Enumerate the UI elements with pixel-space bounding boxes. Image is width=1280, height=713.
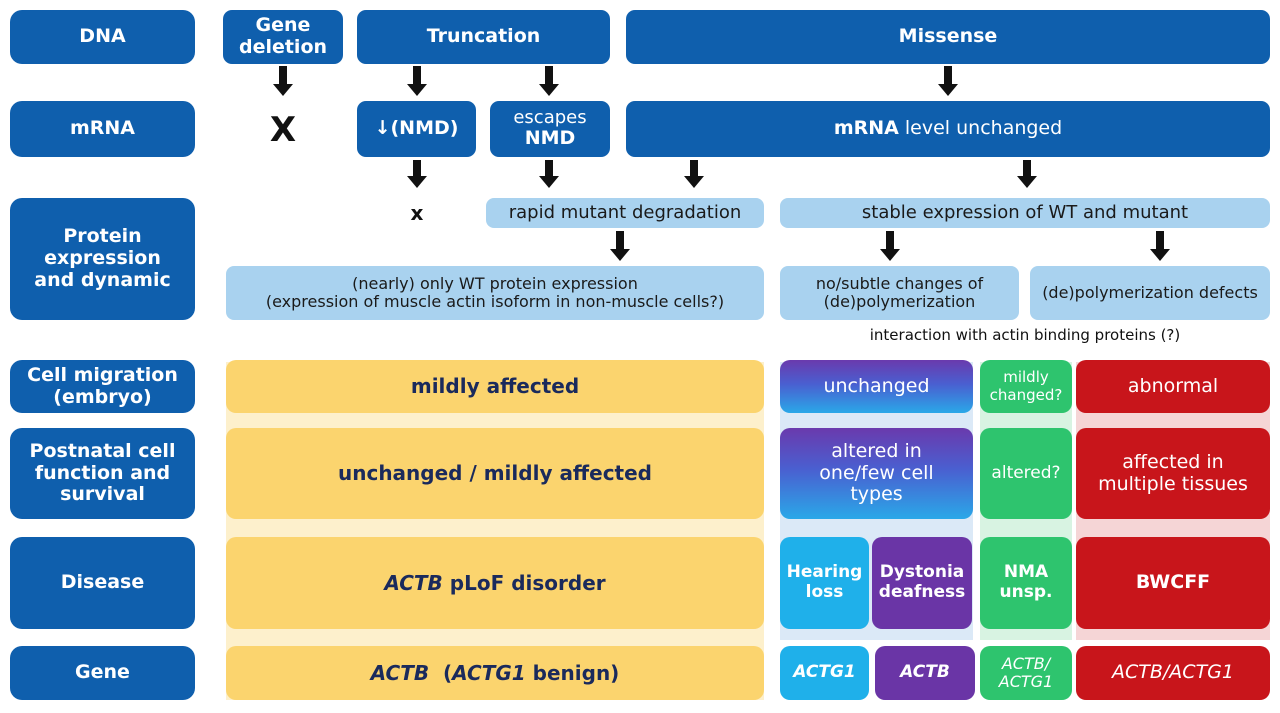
row-label-disease: Disease	[10, 537, 195, 629]
disease-plof-box: ACTB pLoF disorder	[226, 537, 764, 629]
rapid-degradation-box: rapid mutant degradation	[486, 198, 764, 228]
row-label-protein: Protein expression and dynamic	[10, 198, 195, 320]
disease-bwcff-box: BWCFF	[1076, 537, 1270, 629]
deletion-x-mark: X	[269, 110, 297, 150]
row-label-dna: DNA	[10, 10, 195, 64]
gene-bwcff-box: ACTB/ACTG1	[1076, 646, 1270, 700]
migration-abnormal-box: abnormal	[1076, 360, 1270, 413]
postnatal-affected-multi-box: affected in multiple tissues	[1076, 428, 1270, 519]
band-yellow	[226, 362, 764, 700]
gene-plof-paren: (	[429, 660, 453, 685]
polymerization-defects-box: (de)polymerization defects	[1030, 266, 1270, 320]
subtle-line2: (de)polymerization	[823, 292, 976, 311]
nmd-decrease-box: ↓(NMD)	[357, 101, 476, 157]
disease-dystonia-box: Dystonia deafness	[872, 537, 972, 629]
missense-box: Missense	[626, 10, 1270, 64]
wt-only-box: (nearly) only WT protein expression (exp…	[226, 266, 764, 320]
escapes-label: escapes	[513, 106, 587, 128]
gene-dystonia-box: ACTB	[875, 646, 975, 700]
postnatal-altered-few-box: altered in one/few cell types	[780, 428, 973, 519]
stable-expression-box: stable expression of WT and mutant	[780, 198, 1270, 228]
postnatal-altered-q-box: altered?	[980, 428, 1072, 519]
wt-only-line1: (nearly) only WT protein expression	[352, 273, 638, 293]
migration-mildly-changed-box: mildly changed?	[980, 360, 1072, 413]
migration-unchanged-box: unchanged	[780, 360, 973, 413]
nmd-x-mark: x	[410, 201, 424, 225]
row-label-migration: Cell migration (embryo)	[10, 360, 195, 413]
disease-nma-box: NMA unsp.	[980, 537, 1072, 629]
gene-hearing-box: ACTG1	[780, 646, 869, 700]
mrna-unchanged-box: mRNA level unchanged	[626, 101, 1270, 157]
gene-plof-box: ACTB (ACTG1 benign)	[226, 646, 764, 700]
subtle-changes-box: no/subtle changes of (de)polymerization	[780, 266, 1019, 320]
row-label-postnatal: Postnatal cell function and survival	[10, 428, 195, 519]
truncation-box: Truncation	[357, 10, 610, 64]
escapes-nmd-box: escapes NMD	[490, 101, 610, 157]
gene-plof-actb: ACTB	[370, 660, 430, 685]
gene-deletion-box: Gene deletion	[223, 10, 343, 64]
mrna-bold-label: mRNA	[833, 117, 899, 140]
wt-only-line2: (expression of muscle actin isoform in n…	[265, 292, 725, 311]
nmd-label: NMD	[524, 127, 576, 150]
gene-plof-benign: benign)	[525, 660, 620, 685]
mrna-unchanged-label: level unchanged	[898, 117, 1063, 140]
migration-mild-box: mildly affected	[226, 360, 764, 413]
disease-hearing-box: Hearing loss	[780, 537, 869, 629]
interaction-note: interaction with actin binding proteins …	[869, 326, 1181, 344]
subtle-line1: no/subtle changes of	[815, 273, 984, 293]
gene-nma-box: ACTB/ ACTG1	[980, 646, 1072, 700]
postnatal-mild-box: unchanged / mildly affected	[226, 428, 764, 519]
gene-plof-actg1: ACTG1	[452, 660, 526, 685]
row-label-mrna: mRNA	[10, 101, 195, 157]
row-label-gene: Gene	[10, 646, 195, 700]
disease-plof-label: pLoF disorder	[442, 570, 606, 595]
disease-plof-gene: ACTB	[384, 570, 443, 595]
